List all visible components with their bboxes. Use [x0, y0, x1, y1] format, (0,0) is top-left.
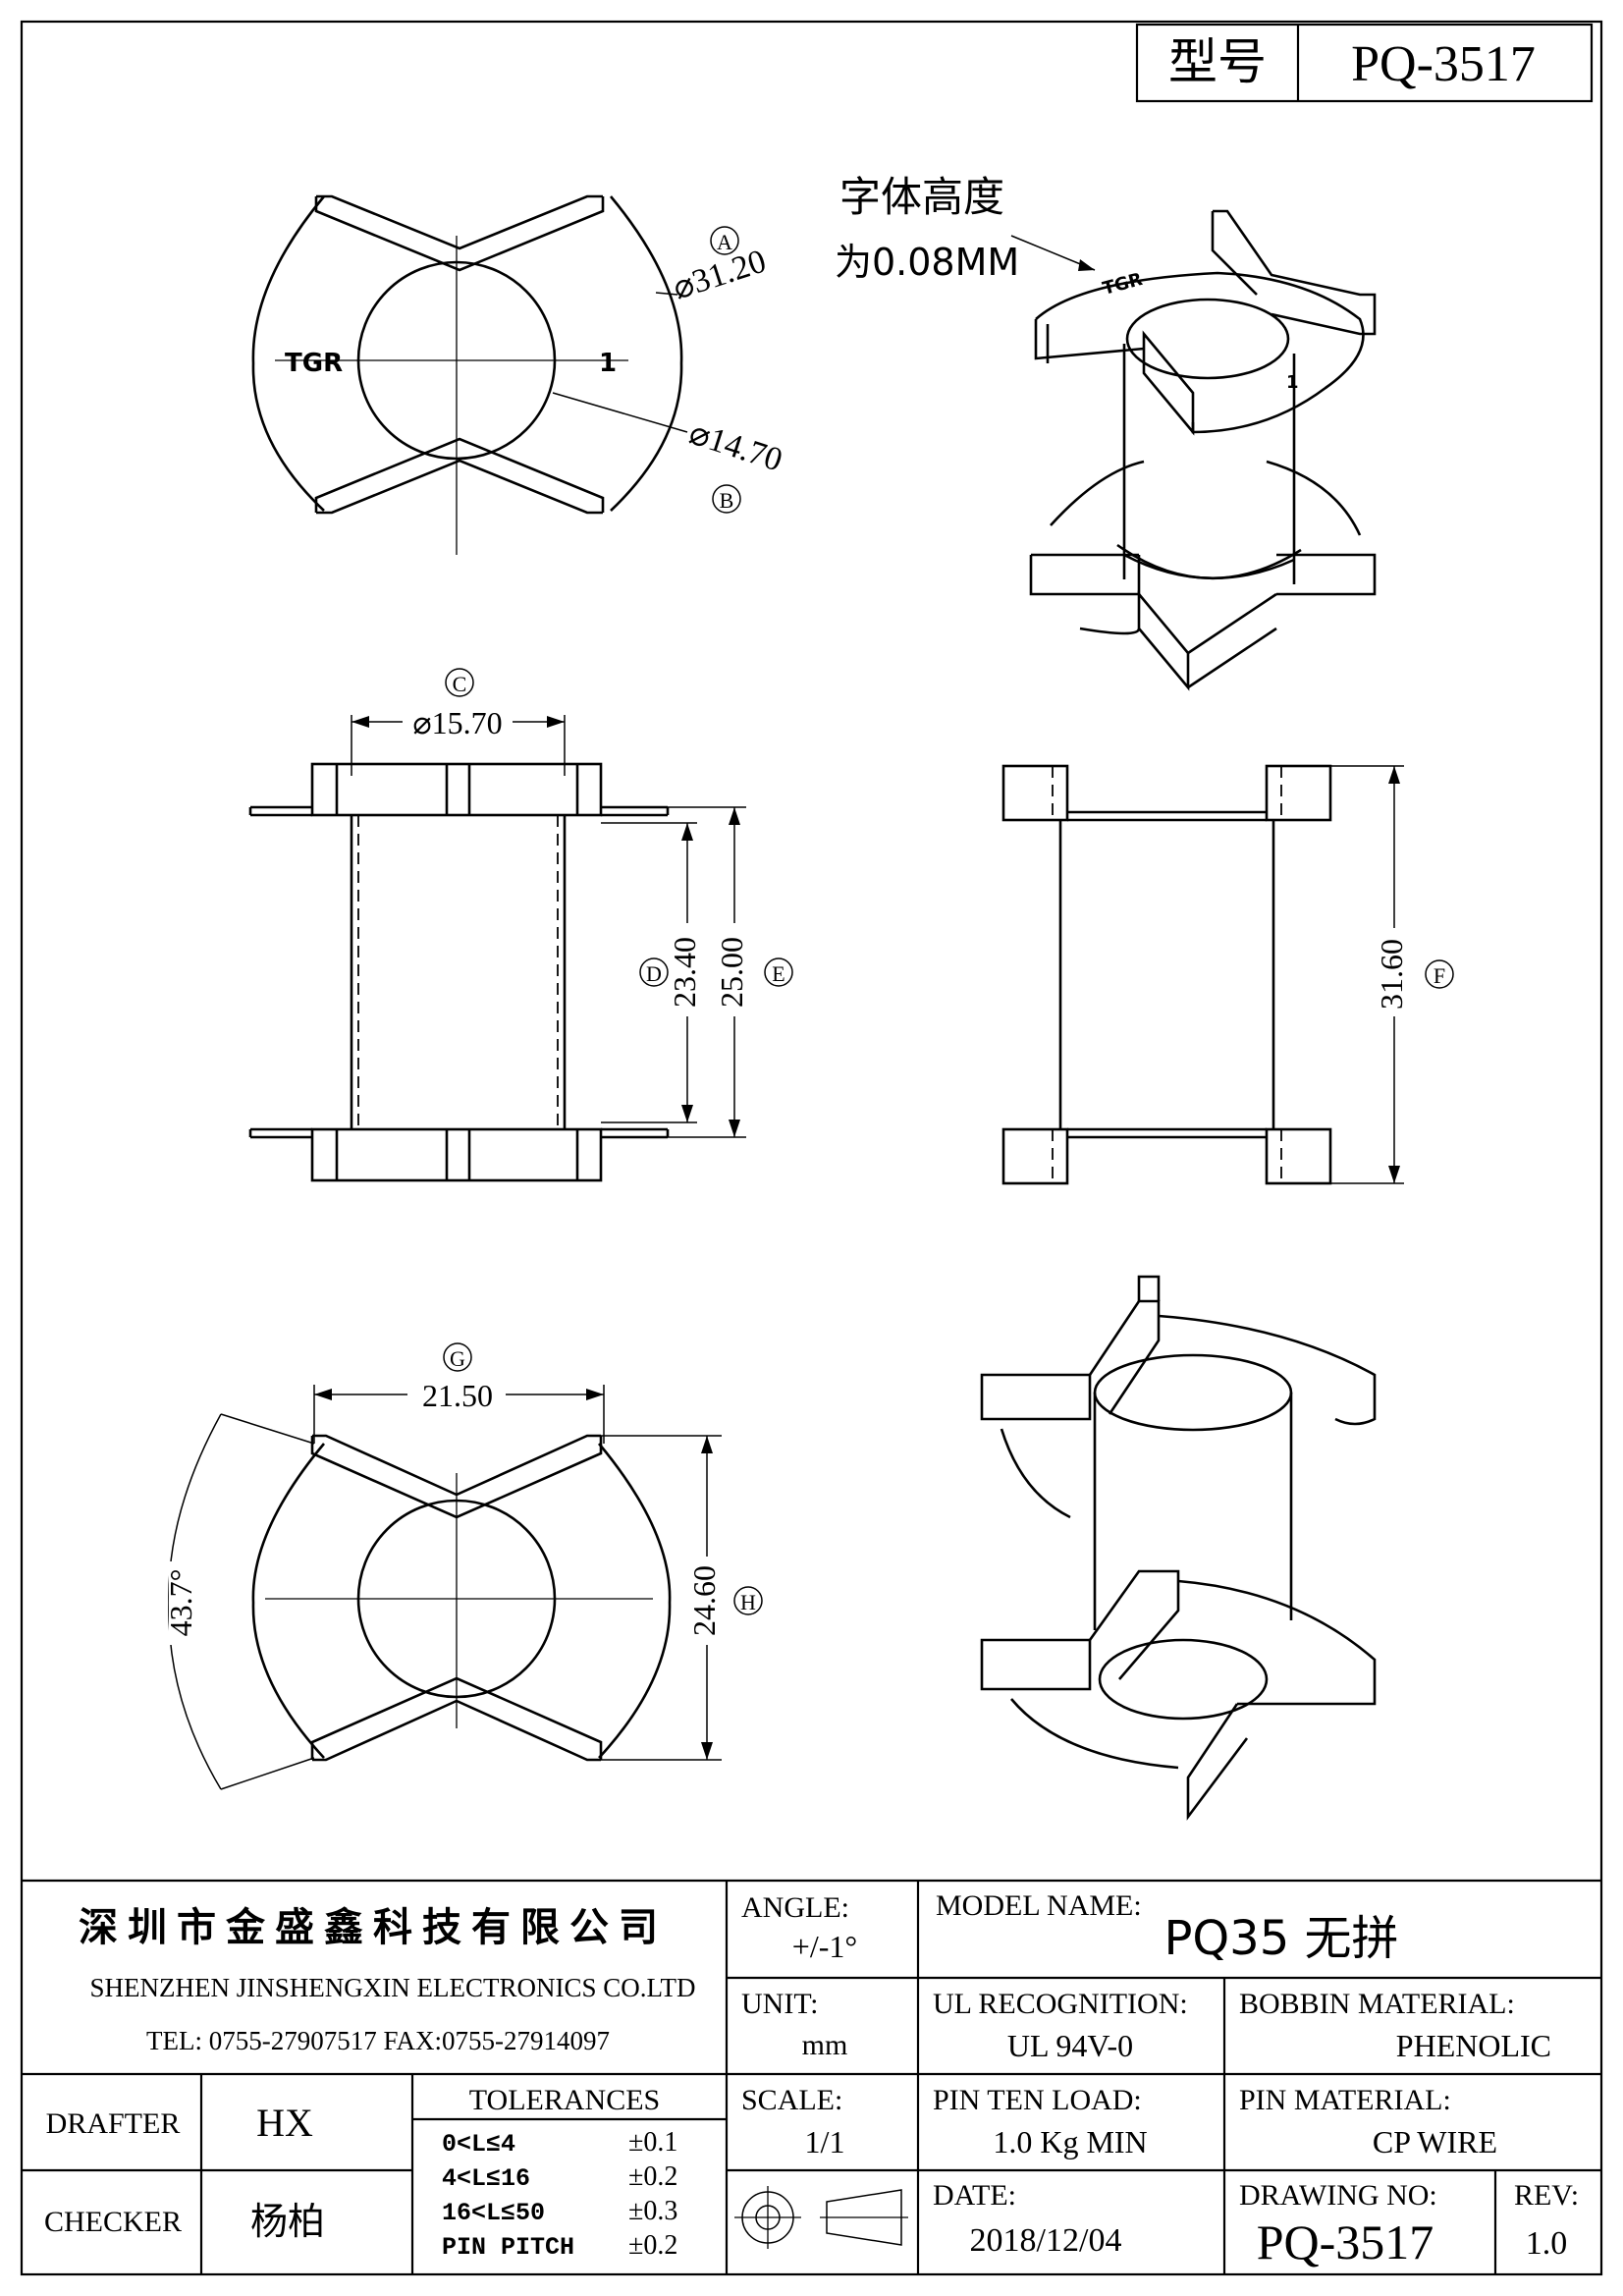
ul-value: UL 94V-0 [1007, 2028, 1133, 2063]
angle-label: ANGLE: [741, 1891, 849, 1924]
company-en: SHENZHEN JINSHENGXIN ELECTRONICS CO.LTD [90, 1973, 696, 2002]
scale-label: SCALE: [741, 2084, 842, 2116]
pin-load-value: 1.0 Kg MIN [993, 2124, 1147, 2159]
bottom-view: G 21.50 43.7° 24.60 H [163, 1342, 763, 1790]
type-value: PQ-3517 [1351, 36, 1536, 92]
tol-value-1: ±0.2 [628, 2161, 677, 2192]
callout-g: G [450, 1346, 465, 1371]
bobbin-value: PHENOLIC [1396, 2028, 1551, 2063]
dim-c: ⌀15.70 [412, 705, 502, 740]
model-value: PQ35 无拼 [1163, 1911, 1398, 1966]
dim-f: 31.60 [1374, 939, 1409, 1010]
tol-range-0: 0<L≤4 [442, 2130, 515, 2159]
tol-range-2: 16<L≤50 [442, 2199, 545, 2227]
note-line2: 为0.08MM [835, 241, 1019, 284]
callout-b: B [720, 488, 734, 513]
callout-h: H [740, 1590, 756, 1614]
mark-pin-1: 1 [599, 349, 617, 378]
date-value: 2018/12/04 [970, 2222, 1122, 2259]
callout-a-circle [710, 226, 739, 255]
iso-mark-pin: 1 [1286, 372, 1299, 393]
drawing-no-value: PQ-3517 [1257, 2214, 1434, 2269]
model-label: MODEL NAME: [936, 1889, 1142, 1922]
tol-value-3: ±0.2 [628, 2230, 677, 2261]
unit-label: UNIT: [741, 1988, 819, 2020]
callout-e-circle [764, 957, 793, 987]
projection-symbol [734, 2186, 908, 2249]
dim-b: ⌀14.70 [685, 414, 787, 478]
scale-value: 1/1 [805, 2124, 845, 2159]
bobbin-label: BOBBIN MATERIAL: [1239, 1988, 1515, 2020]
callout-e: E [772, 961, 784, 986]
sheet-border [20, 20, 1603, 2276]
callout-c: C [453, 672, 467, 696]
callout-h-circle [733, 1586, 763, 1615]
callout-d-circle [639, 957, 669, 987]
rev-value: 1.0 [1526, 2225, 1568, 2262]
tol-value-2: ±0.3 [628, 2196, 677, 2226]
note-line1: 字体高度 [839, 173, 1004, 221]
date-label: DATE: [933, 2179, 1016, 2212]
drafter-value: HX [256, 2101, 313, 2145]
drafter-label: DRAFTER [46, 2107, 181, 2140]
tol-value-0: ±0.1 [628, 2127, 677, 2158]
pin-material-value: CP WIRE [1373, 2124, 1497, 2159]
dim-h: 24.60 [686, 1565, 722, 1636]
header-model-box: 型号 PQ-3517 [1135, 23, 1594, 103]
iso-mark-tgr: TGR [1101, 269, 1145, 300]
unit-value: mm [802, 2029, 848, 2061]
mark-tgr: TGR [285, 349, 343, 378]
contact: TEL: 0755-27907517 FAX:0755-27914097 [146, 2026, 610, 2055]
callout-f: F [1434, 963, 1445, 988]
pin-load-label: PIN TEN LOAD: [933, 2084, 1142, 2116]
tol-range-3: PIN PITCH [442, 2233, 574, 2262]
company-cn: 深圳市金盛鑫科技有限公司 [79, 1905, 668, 1950]
callout-d: D [646, 961, 662, 986]
front-view: C ⌀15.70 [248, 668, 793, 1182]
callout-a: A [717, 230, 732, 254]
iso-view-top: 字体高度 为0.08MM TGR 1 [835, 173, 1377, 691]
title-block: 深圳市金盛鑫科技有限公司 SHENZHEN JINSHENGXIN ELECTR… [22, 1879, 1601, 2274]
side-view: 31.60 F [1001, 764, 1454, 1185]
callout-c-circle [445, 668, 474, 697]
checker-label: CHECKER [44, 2206, 182, 2238]
ul-label: UL RECOGNITION: [933, 1988, 1188, 2020]
callout-g-circle [443, 1342, 472, 1372]
callout-f-circle [1425, 959, 1454, 989]
dim-d: 23.40 [667, 937, 702, 1008]
top-view: TGR 1 A ⌀31.20 ⌀14.70 B [251, 194, 787, 555]
drawing-no-label: DRAWING NO: [1239, 2179, 1437, 2212]
type-label: 型号 [1168, 33, 1267, 90]
pin-material-label: PIN MATERIAL: [1239, 2084, 1451, 2116]
dim-e: 25.00 [714, 937, 749, 1008]
tolerances-title: TOLERANCES [469, 2084, 660, 2116]
tol-range-1: 4<L≤16 [442, 2164, 530, 2193]
rev-label: REV: [1514, 2179, 1579, 2212]
dim-g: 21.50 [422, 1378, 493, 1413]
checker-value: 杨柏 [250, 2200, 325, 2243]
angle-value: +/-1° [792, 1929, 857, 1964]
iso-view-bottom [980, 1275, 1377, 1821]
callout-b-circle [712, 484, 741, 514]
dim-angle: 43.7° [163, 1569, 198, 1637]
